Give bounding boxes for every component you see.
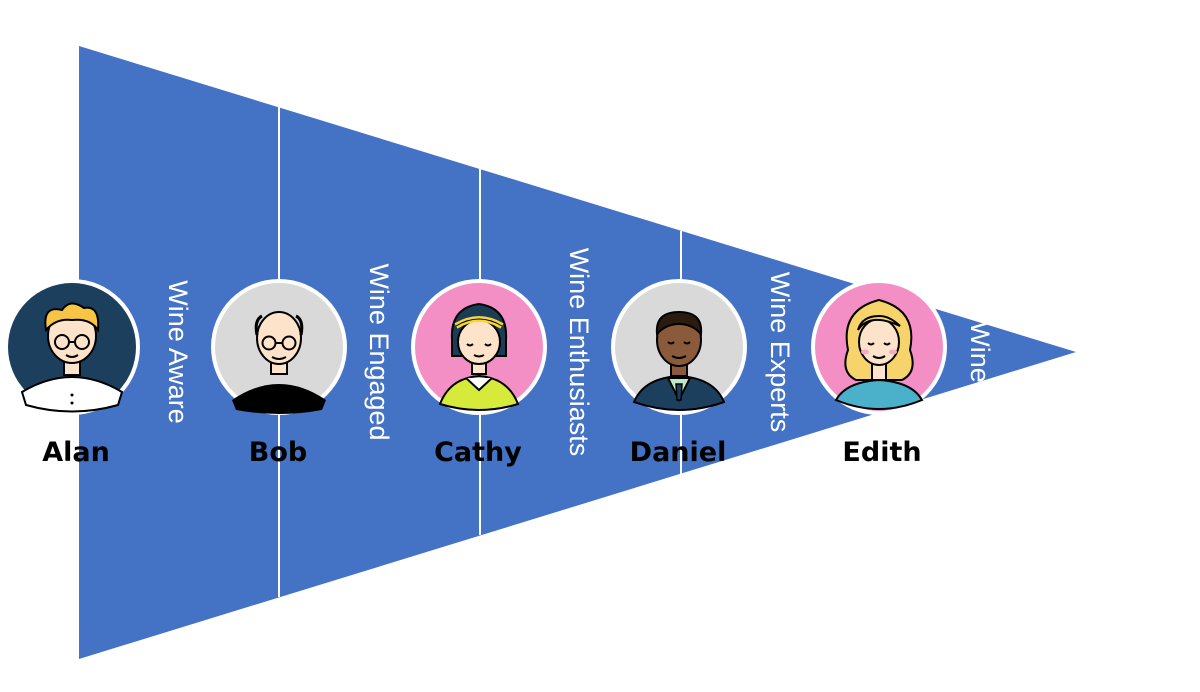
stage-label-aware: Wine Aware xyxy=(163,280,193,424)
blond-glasses-man-icon xyxy=(20,302,124,413)
avatar-alan xyxy=(4,279,140,415)
funnel-shape xyxy=(79,46,1076,659)
stage-label-enthusiasts: Wine Enthusiasts xyxy=(564,248,594,457)
suit-man-icon xyxy=(632,310,726,411)
avatar-edith xyxy=(811,279,947,415)
avatar-daniel xyxy=(611,279,747,415)
bald-glasses-man-icon xyxy=(232,311,326,414)
person-name-edith: Edith xyxy=(842,437,921,468)
stage-label-wine: Wine xyxy=(965,321,995,383)
stage-label-engaged: Wine Engaged xyxy=(364,263,394,440)
person-name-cathy: Cathy xyxy=(434,437,522,468)
person-name-daniel: Daniel xyxy=(630,437,727,468)
avatar-bob xyxy=(211,279,347,415)
blonde-woman-icon xyxy=(834,298,924,410)
headband-woman-icon xyxy=(438,302,520,411)
avatar-cathy xyxy=(411,279,547,415)
stage-label-experts: Wine Experts xyxy=(765,272,795,433)
person-name-alan: Alan xyxy=(42,437,110,468)
person-name-bob: Bob xyxy=(249,437,307,468)
